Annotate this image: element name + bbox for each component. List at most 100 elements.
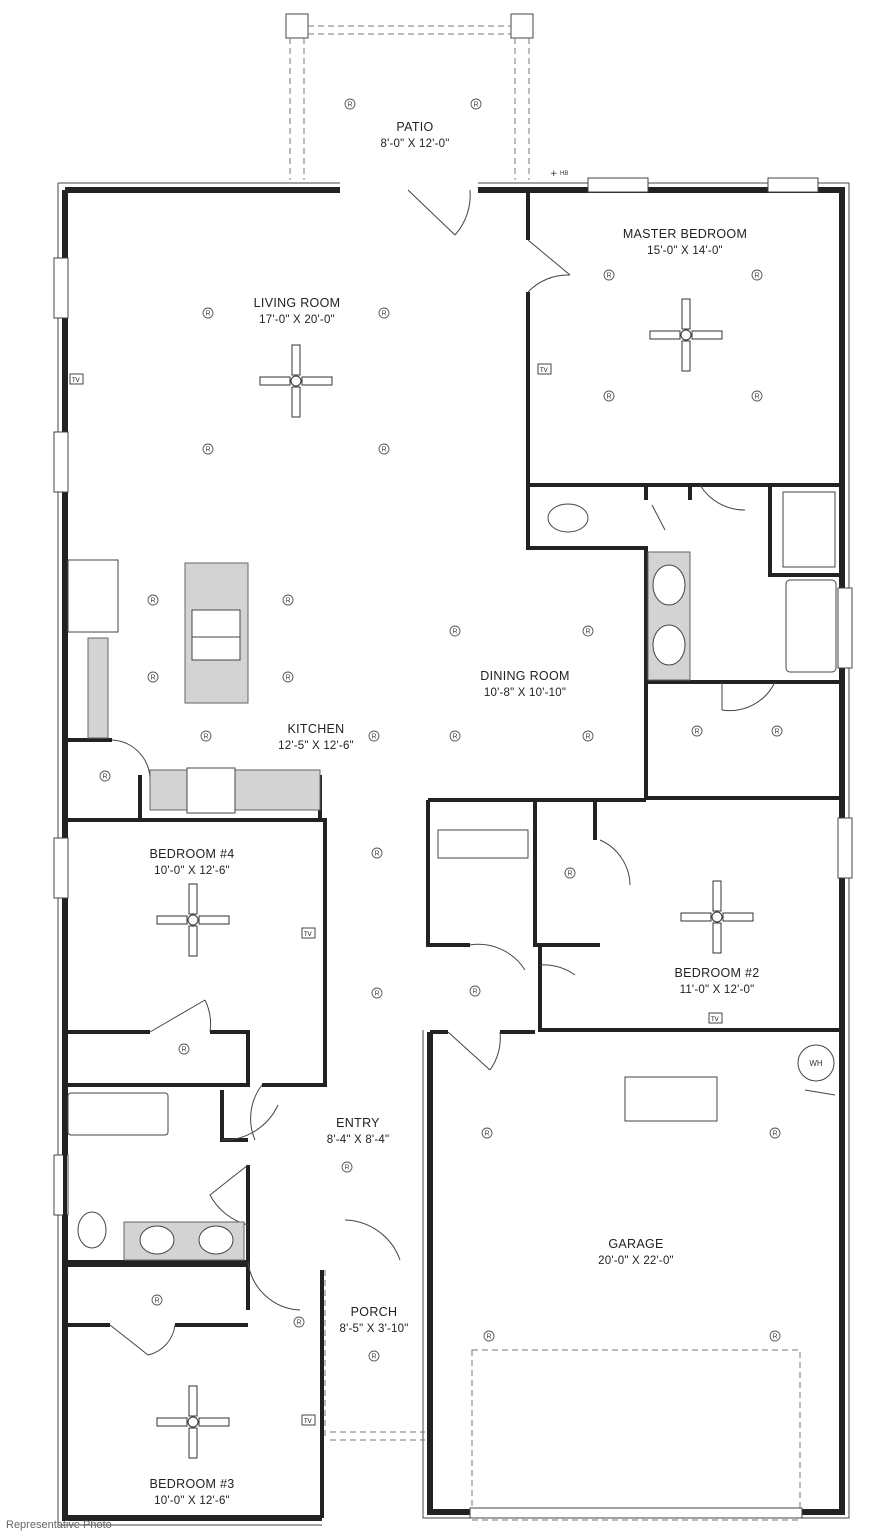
- recessed-light-icon: R: [178, 1043, 190, 1055]
- svg-text:R: R: [452, 734, 457, 741]
- master-bedroom-name-label: MASTER BEDROOM: [623, 227, 747, 241]
- porch-dims-label: 8'-5" X 3'-10": [339, 1323, 408, 1335]
- recessed-light-icon: R: [449, 730, 461, 742]
- svg-text:R: R: [181, 1047, 186, 1054]
- tv-label-master: TV: [540, 368, 548, 374]
- recessed-light-icon: R: [344, 98, 356, 110]
- dining-room-name-label: DINING ROOM: [480, 669, 569, 683]
- entry-dims-label: 8'-4" X 8'-4": [327, 1134, 389, 1146]
- water-heater-label: WH: [809, 1059, 823, 1068]
- svg-text:R: R: [484, 1131, 489, 1138]
- recessed-light-icon: R: [368, 730, 380, 742]
- svg-text:R: R: [606, 394, 611, 401]
- svg-text:R: R: [285, 598, 290, 605]
- recessed-light-icon: R: [481, 1127, 493, 1139]
- master-tub: [785, 579, 837, 673]
- living-room-name-label: LIVING ROOM: [254, 296, 341, 310]
- svg-text:R: R: [374, 991, 379, 998]
- recessed-light-icon: R: [378, 307, 390, 319]
- ceiling-fan-icon: [156, 883, 230, 957]
- interior-walls: [63, 190, 842, 1518]
- recessed-light-icon: R: [378, 443, 390, 455]
- ceiling-fan-icon: [259, 344, 333, 418]
- svg-text:R: R: [150, 675, 155, 682]
- patio-dims-label: 8'-0" X 12'-0": [380, 138, 449, 150]
- recessed-light-icon: R: [371, 847, 383, 859]
- patio-name-label: PATIO: [396, 120, 433, 134]
- svg-text:R: R: [371, 734, 376, 741]
- kitchen-fixtures: [67, 559, 321, 814]
- recessed-light-icon: R: [769, 1127, 781, 1139]
- svg-text:R: R: [205, 447, 210, 454]
- svg-text:R: R: [205, 311, 210, 318]
- entry-name-label: ENTRY: [336, 1116, 380, 1130]
- ceiling-fan-icon: [680, 880, 754, 954]
- garage-storage: [624, 1076, 718, 1122]
- recessed-light-icon: R: [371, 987, 383, 999]
- svg-text:R: R: [296, 1320, 301, 1327]
- svg-text:R: R: [344, 1165, 349, 1172]
- recessed-light-icon: R: [282, 594, 294, 606]
- recessed-light-icon: R: [147, 671, 159, 683]
- bedroom-3-name-label: BEDROOM #3: [150, 1477, 235, 1491]
- recessed-light-icon: R: [202, 443, 214, 455]
- dining-room-dims-label: 10'-8" X 10'-10": [484, 687, 566, 699]
- master-toilet: [547, 503, 589, 533]
- hall-tub: [67, 1092, 169, 1136]
- svg-text:R: R: [473, 102, 478, 109]
- svg-text:R: R: [150, 598, 155, 605]
- tv-label-living: TV: [72, 378, 80, 384]
- svg-text:R: R: [772, 1131, 777, 1138]
- recessed-light-icon: R: [469, 985, 481, 997]
- svg-text:R: R: [347, 102, 352, 109]
- svg-text:R: R: [606, 273, 611, 280]
- kitchen-dims-label: 12'-5" X 12'-6": [278, 740, 354, 752]
- recessed-light-icon: R: [691, 725, 703, 737]
- recessed-light-icon: R: [603, 390, 615, 402]
- tv-label-bedroom4: TV: [304, 932, 312, 938]
- recessed-light-icon: R: [151, 1294, 163, 1306]
- svg-text:R: R: [694, 729, 699, 736]
- bath-fixtures: [67, 491, 837, 1261]
- svg-text:R: R: [754, 273, 759, 280]
- patio-area: [285, 13, 534, 180]
- hose-bib-label: HB: [560, 171, 568, 177]
- kitchen-sink: [191, 609, 241, 661]
- svg-text:R: R: [772, 1334, 777, 1341]
- garage-door: [469, 1507, 803, 1519]
- svg-text:R: R: [472, 989, 477, 996]
- garage-parking-outline: [471, 1349, 801, 1521]
- refrigerator: [67, 559, 119, 633]
- svg-text:R: R: [374, 851, 379, 858]
- tv-label-bedroom2: TV: [711, 1017, 719, 1023]
- svg-text:R: R: [754, 394, 759, 401]
- svg-text:R: R: [585, 734, 590, 741]
- bedroom-4-dims-label: 10'-0" X 12'-6": [154, 865, 230, 877]
- svg-text:R: R: [486, 1334, 491, 1341]
- recessed-light-icon: R: [582, 730, 594, 742]
- recessed-light-icon: R: [470, 98, 482, 110]
- room-labels: PATIO 8'-0" X 12'-0" MASTER BEDROOM 15'-…: [150, 120, 760, 1507]
- kitchen-name-label: KITCHEN: [288, 722, 345, 736]
- bedroom-4-name-label: BEDROOM #4: [150, 847, 235, 861]
- bedroom-2-name-label: BEDROOM #2: [675, 966, 760, 980]
- recessed-light-icon: R: [582, 625, 594, 637]
- recessed-light-icon: R: [449, 625, 461, 637]
- ceiling-fan-icon: [649, 298, 723, 372]
- garage-name-label: GARAGE: [608, 1237, 663, 1251]
- svg-text:R: R: [285, 675, 290, 682]
- svg-text:R: R: [102, 774, 107, 781]
- svg-text:R: R: [381, 447, 386, 454]
- recessed-light-icon: R: [751, 390, 763, 402]
- hose-bib-icon: +: [550, 169, 558, 179]
- recessed-light-icon: R: [769, 1330, 781, 1342]
- recessed-light-icon: R: [483, 1330, 495, 1342]
- laundry-washer-dryer: [437, 829, 529, 859]
- recessed-light-icon: R: [564, 867, 576, 879]
- tv-markers: TV TV TV TV TV: [69, 363, 723, 1426]
- svg-text:R: R: [452, 629, 457, 636]
- bedroom-2-dims-label: 11'-0" X 12'-0": [680, 984, 755, 996]
- recessed-light-icon: R: [293, 1316, 305, 1328]
